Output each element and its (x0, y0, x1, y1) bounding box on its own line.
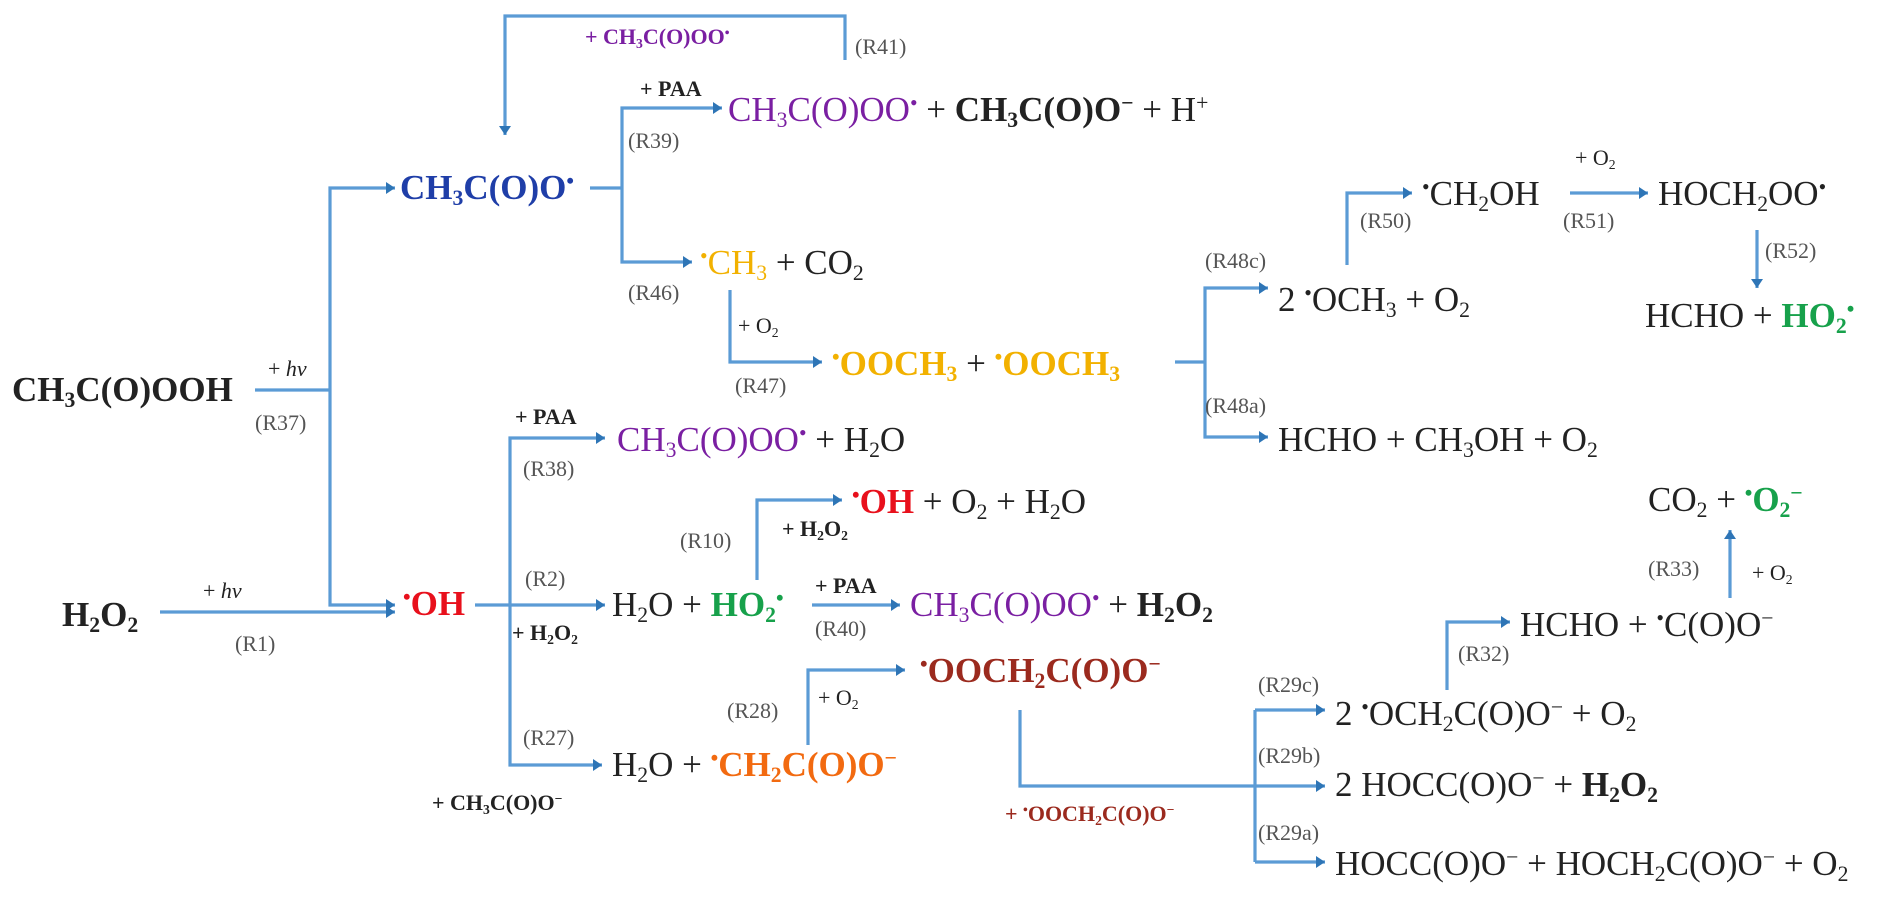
r40-co-reactant: + PAA (815, 573, 877, 598)
r39-products: CH3C(O)OO• + CH3C(O)O− + H+ (728, 90, 1209, 133)
r48c-arrow (1203, 286, 1268, 362)
r50-arrow-arrowhead (1403, 187, 1412, 199)
r33-co-reactant: + O2 (1752, 560, 1793, 587)
r41-arrow-arrowhead (499, 126, 511, 135)
r38-products: CH3C(O)OO• + H2O (617, 420, 906, 463)
species-peracetic-acid: CH3C(O)OOH (12, 370, 233, 413)
r2-products: H2O + HO2• (612, 585, 784, 628)
r48c-arrow-arrowhead (1259, 282, 1268, 294)
species-acetyloxy-radical: CH3C(O)O• (400, 168, 574, 211)
r52-arrow-arrowhead (1751, 279, 1763, 288)
reaction-label-r51: (R51) (1563, 208, 1615, 233)
reaction-label-r29a: (R29a) (1258, 820, 1320, 845)
r46-arrow-arrowhead (683, 256, 692, 268)
species-hydrogen-peroxide: H2O2 (62, 595, 139, 638)
r39-arrow-arrowhead (713, 102, 722, 114)
r48a-products: HCHO + CH3OH + O2 (1278, 420, 1598, 463)
r10-arrow-arrowhead (833, 494, 842, 506)
r10-products: •OH + O2 + H2O (852, 482, 1087, 525)
r51-arrow-arrowhead (1639, 187, 1648, 199)
r27-arrow (508, 605, 602, 767)
species-hydroxymethylperoxy-radical: HOCH2OO• (1658, 174, 1827, 217)
r37-to-acetyloxy-arrow-arrowhead (386, 182, 395, 194)
r10-co-reactant: + H2O2 (782, 516, 848, 543)
r47-co-reactant: + O2 (738, 313, 779, 340)
r32-products: HCHO + •C(O)O− (1520, 605, 1774, 644)
r48c-products: 2 •OCH3 + O2 (1278, 280, 1470, 323)
reaction-label-r27: (R27) (523, 725, 575, 750)
reaction-label-r50: (R50) (1360, 208, 1412, 233)
reaction-label-r38: (R38) (523, 456, 575, 481)
r10-arrow (755, 498, 842, 580)
r41-co-reactant: + CH3C(O)OO• (585, 24, 730, 51)
reaction-label-r39: (R39) (628, 128, 680, 153)
reaction-label-r48a: (R48a) (1205, 393, 1267, 418)
species-hydroxymethyl-radical: •CH2OH (1422, 174, 1540, 217)
r32-arrow-arrowhead (1501, 616, 1510, 628)
r51-co-reactant: + O2 (1575, 145, 1616, 172)
reaction-label-r32: (R32) (1458, 641, 1510, 666)
r50-arrow (1345, 191, 1412, 265)
r27-products: H2O + •CH2C(O)O− (612, 745, 897, 788)
r46-products: •CH3 + CO2 (700, 243, 864, 286)
r29c-arrow-arrowhead (1316, 704, 1325, 716)
r48a-arrow-arrowhead (1259, 431, 1268, 443)
reaction-label-r46: (R46) (628, 280, 680, 305)
r27-co-reactant: + CH3C(O)O− (432, 790, 563, 817)
r29b-products: 2 HOCC(O)O− + H2O2 (1335, 765, 1658, 808)
r33-arrow-arrowhead (1724, 530, 1736, 539)
r40-products: CH3C(O)OO• + H2O2 (910, 585, 1213, 628)
r33-products: CO2 + •O2− (1648, 480, 1803, 523)
r32-arrow (1445, 620, 1510, 690)
r38-co-reactant: + PAA (515, 404, 577, 429)
r37-photolysis: + hν (268, 356, 307, 381)
reaction-label-r29c: (R29c) (1258, 672, 1320, 697)
r2-arrow-arrowhead (596, 599, 605, 611)
reaction-label-r40: (R40) (815, 616, 867, 641)
r1-photolysis: + hν (203, 578, 242, 603)
r29-feed-line (1018, 710, 1255, 788)
r37-to-hydroxyl-arrow (328, 390, 395, 607)
reaction-label-r2: (R2) (525, 566, 566, 591)
r29b-arrow-arrowhead (1316, 780, 1325, 792)
r48a-arrow (1203, 362, 1268, 439)
r47-products: •OOCH3 + •OOCH3 (832, 344, 1121, 387)
r38-arrow-arrowhead (596, 432, 605, 444)
reaction-label-r10: (R10) (680, 528, 732, 553)
reaction-label-r37: (R37) (255, 410, 307, 435)
r52-products: HCHO + HO2• (1645, 296, 1855, 339)
r29c-products: 2 •OCH2C(O)O− + O2 (1335, 694, 1637, 737)
reaction-label-r41: (R41) (855, 34, 907, 59)
r29a-products: HOCC(O)O− + HOCH2C(O)O− + O2 (1335, 844, 1849, 887)
r37-to-acetyloxy-arrow (328, 186, 395, 390)
reaction-label-r33: (R33) (1648, 556, 1700, 581)
reaction-label-r48c: (R48c) (1205, 248, 1267, 273)
r29-co-reactant: + •OOCH2C(O)O− (1005, 801, 1175, 828)
r28-co-reactant: + O2 (818, 685, 859, 712)
r29a-arrow-arrowhead (1316, 856, 1325, 868)
r27-arrow-arrowhead (593, 759, 602, 771)
species-hydroxyl-radical: •OH (403, 584, 466, 623)
r28-arrow-arrowhead (896, 664, 905, 676)
r2-co-reactant: + H2O2 (512, 620, 578, 647)
r28-products: •OOCH2C(O)O− (920, 651, 1161, 694)
reaction-label-r29b: (R29b) (1258, 743, 1321, 768)
r47-arrow (728, 290, 822, 364)
reaction-label-r28: (R28) (727, 698, 779, 723)
r47-arrow-arrowhead (813, 356, 822, 368)
r46-arrow (620, 188, 692, 264)
reaction-label-r52: (R52) (1765, 238, 1817, 263)
r28-arrow (806, 668, 905, 745)
reaction-label-r47: (R47) (735, 373, 787, 398)
reaction-label-r1: (R1) (235, 631, 276, 656)
r1-arrow-arrowhead (386, 606, 395, 618)
r39-co-reactant: + PAA (640, 76, 702, 101)
r40-arrow-arrowhead (891, 599, 900, 611)
r38-arrow (508, 436, 605, 605)
r39-arrow (620, 106, 722, 188)
r41-arrow (503, 14, 847, 135)
